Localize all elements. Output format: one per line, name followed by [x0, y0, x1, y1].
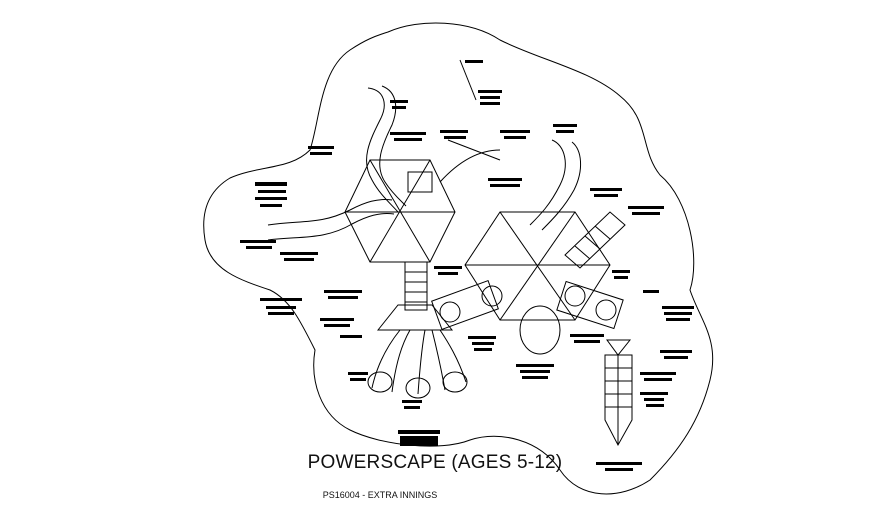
bridge-right — [556, 280, 624, 330]
triple-slide — [367, 329, 468, 399]
main-hex-deck — [464, 211, 611, 321]
arch-climber — [439, 149, 501, 183]
rock-climber — [519, 305, 561, 355]
climbing-net — [604, 339, 633, 447]
left-hex-deck — [344, 159, 456, 263]
panel-structure — [407, 171, 433, 193]
drawing-title: POWERSCAPE (AGES 5-12) — [307, 452, 563, 473]
bridge-left — [431, 280, 503, 330]
callout-labels — [240, 60, 694, 471]
site-boundary — [203, 22, 714, 495]
wave-slide-left — [267, 199, 393, 226]
lower-deck — [376, 304, 454, 331]
ladder-center — [404, 261, 428, 311]
spiral-slide — [366, 87, 399, 213]
ladder-right — [564, 211, 626, 269]
drawing-subtitle: PS16004 - EXTRA INNINGS — [322, 490, 438, 500]
tube-slide-right — [529, 139, 566, 226]
